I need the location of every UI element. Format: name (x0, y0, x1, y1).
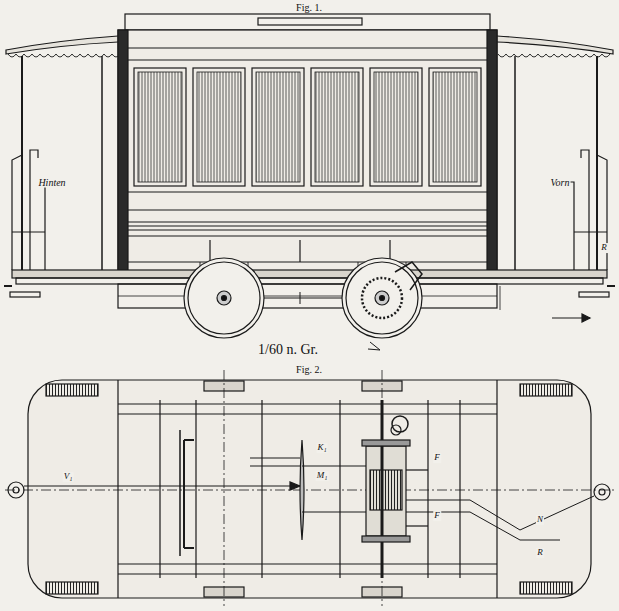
part-letter: F (433, 453, 441, 463)
part-letter: V₁ (63, 472, 74, 482)
part-letter: Hinten (37, 177, 66, 188)
part-letter: R (536, 548, 544, 558)
part-letter: R (600, 243, 608, 253)
part-letter: Vorn (550, 177, 571, 188)
figure-title: Fig. 1. (295, 2, 323, 13)
part-letter: N (536, 515, 544, 525)
part-letter: F (433, 511, 441, 521)
figure-title: Fig. 2. (295, 364, 323, 375)
part-letter: K₁ (316, 443, 327, 453)
part-letter: M₁ (316, 471, 329, 481)
scale-note: 1/60 n. Gr. (257, 342, 319, 357)
